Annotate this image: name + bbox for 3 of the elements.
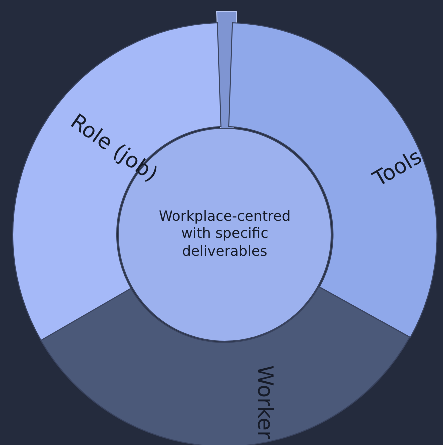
segment-label: Tools <box>370 146 426 190</box>
center-text: Workplace-centred with specific deliverables <box>158 208 292 262</box>
segment-label: Worker <box>254 366 276 440</box>
